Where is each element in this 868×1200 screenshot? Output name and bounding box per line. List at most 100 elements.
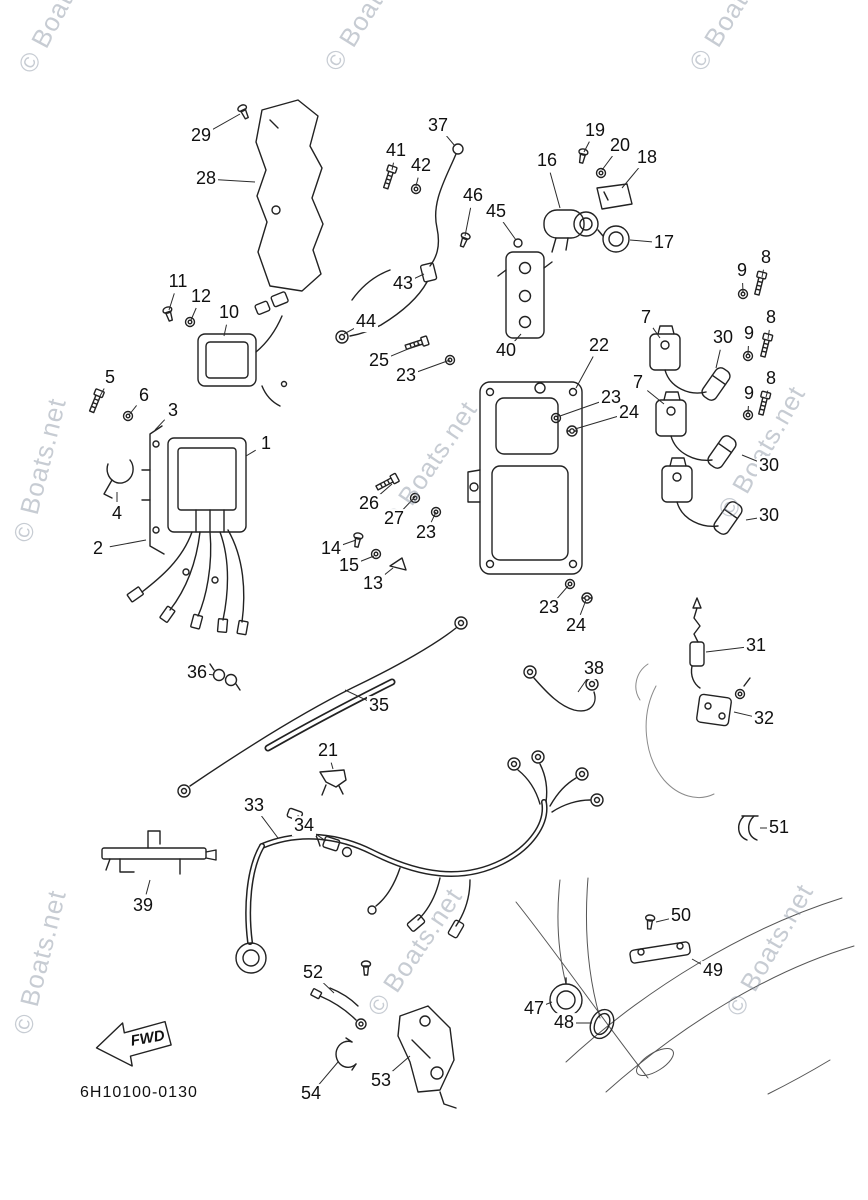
leader-line (342, 539, 357, 546)
leader-line (344, 689, 369, 702)
leader-line (377, 483, 393, 497)
leader-line (260, 815, 279, 839)
part-callout-30: 30 (756, 455, 782, 476)
part-callout-53: 53 (368, 1070, 394, 1091)
part-callout-21: 21 (315, 740, 341, 761)
leader-line (168, 293, 175, 311)
part-callout-5: 5 (102, 367, 118, 388)
part-callout-37: 37 (425, 115, 451, 136)
part-callout-31: 31 (743, 635, 769, 656)
part-callout-51: 51 (766, 817, 792, 838)
coil-cover-28 (255, 99, 324, 292)
leader-line (691, 958, 703, 966)
part-callout-3: 3 (165, 400, 181, 421)
leader-line (761, 269, 764, 278)
leader-line (208, 673, 215, 676)
c-clip-54 (335, 1037, 357, 1071)
leader-line (579, 599, 587, 615)
leader-line (745, 517, 758, 521)
part-callout-44: 44 (353, 311, 379, 332)
leader-line (556, 585, 569, 600)
part-callout-9: 9 (741, 383, 757, 404)
part-callout-23: 23 (393, 365, 419, 386)
leader-line (545, 1001, 553, 1006)
part-callout-33: 33 (241, 795, 267, 816)
leader-line (559, 401, 600, 417)
leader-line (145, 879, 151, 895)
part-callout-40: 40 (493, 340, 519, 361)
leader-line (223, 324, 227, 337)
part-callout-22: 22 (586, 335, 612, 356)
part-callout-24: 24 (616, 402, 642, 423)
leader-line (401, 496, 416, 511)
part-callout-9: 9 (734, 260, 750, 281)
leader-line (154, 419, 166, 431)
part-callout-54: 54 (298, 1083, 324, 1104)
leader-line (415, 177, 419, 187)
oring-48 (589, 1008, 615, 1040)
mounting-plate-22 (467, 381, 583, 575)
part-callout-2: 2 (90, 538, 106, 559)
part-callout-45: 45 (483, 201, 509, 222)
part-callout-50: 50 (668, 905, 694, 926)
diagram-code: 6H10100-0130 (80, 1084, 198, 1101)
cdi-box-1 (167, 437, 247, 533)
leader-line (413, 273, 425, 280)
part-callout-47: 47 (521, 998, 547, 1019)
leader-line (583, 141, 590, 153)
harness-wire-37-43-44 (335, 143, 464, 344)
part-callout-8: 8 (763, 368, 779, 389)
part-callout-1: 1 (258, 433, 274, 454)
leader-line (389, 343, 421, 357)
part-callout-7: 7 (630, 372, 646, 393)
part-callout-23: 23 (598, 387, 624, 408)
sensor-31 (689, 597, 705, 689)
leader-line (343, 327, 356, 335)
leader-line (741, 454, 759, 462)
bracket-40 (497, 251, 553, 339)
leader-line (321, 980, 335, 994)
part-callout-28: 28 (193, 168, 219, 189)
engine-ghost-outline (635, 663, 715, 798)
part-callout-4: 4 (109, 503, 125, 524)
part-callout-11: 11 (166, 271, 190, 292)
leader-line (715, 349, 721, 369)
fwd-label: FWD (129, 1027, 166, 1050)
leader-line (99, 388, 105, 397)
leader-line (128, 405, 137, 416)
part-callout-17: 17 (651, 232, 677, 253)
leader-line (621, 166, 640, 189)
clamp-36 (209, 663, 241, 691)
leader-line (502, 221, 517, 241)
clip-51 (738, 815, 759, 841)
part-callout-6: 6 (136, 385, 152, 406)
leader-line (652, 327, 661, 339)
part-callout-8: 8 (758, 247, 774, 268)
leader-line (513, 333, 522, 343)
part-callout-30: 30 (756, 505, 782, 526)
leader-line (646, 390, 665, 405)
part-callout-13: 13 (360, 573, 386, 594)
part-callout-34: 34 (291, 815, 317, 836)
leader-line (359, 555, 375, 562)
leader-line (430, 511, 437, 523)
part-callout-49: 49 (700, 960, 726, 981)
part-callout-32: 32 (751, 708, 777, 729)
cable-holder-39 (101, 830, 217, 875)
starter-relay-16 (543, 209, 599, 253)
spacer-45-icon (513, 238, 523, 248)
part-callout-16: 16 (534, 150, 560, 171)
part-callout-30: 30 (710, 327, 736, 348)
part-callout-26: 26 (356, 493, 382, 514)
leader-line (445, 134, 456, 147)
bracket-53 (397, 1005, 457, 1109)
part-callout-15: 15 (336, 555, 362, 576)
leader-line (417, 359, 451, 373)
leader-line (217, 179, 256, 183)
part-callout-12: 12 (188, 286, 214, 307)
part-callout-38: 38 (581, 658, 607, 679)
leader-line (211, 113, 241, 131)
leader-line (655, 918, 670, 923)
